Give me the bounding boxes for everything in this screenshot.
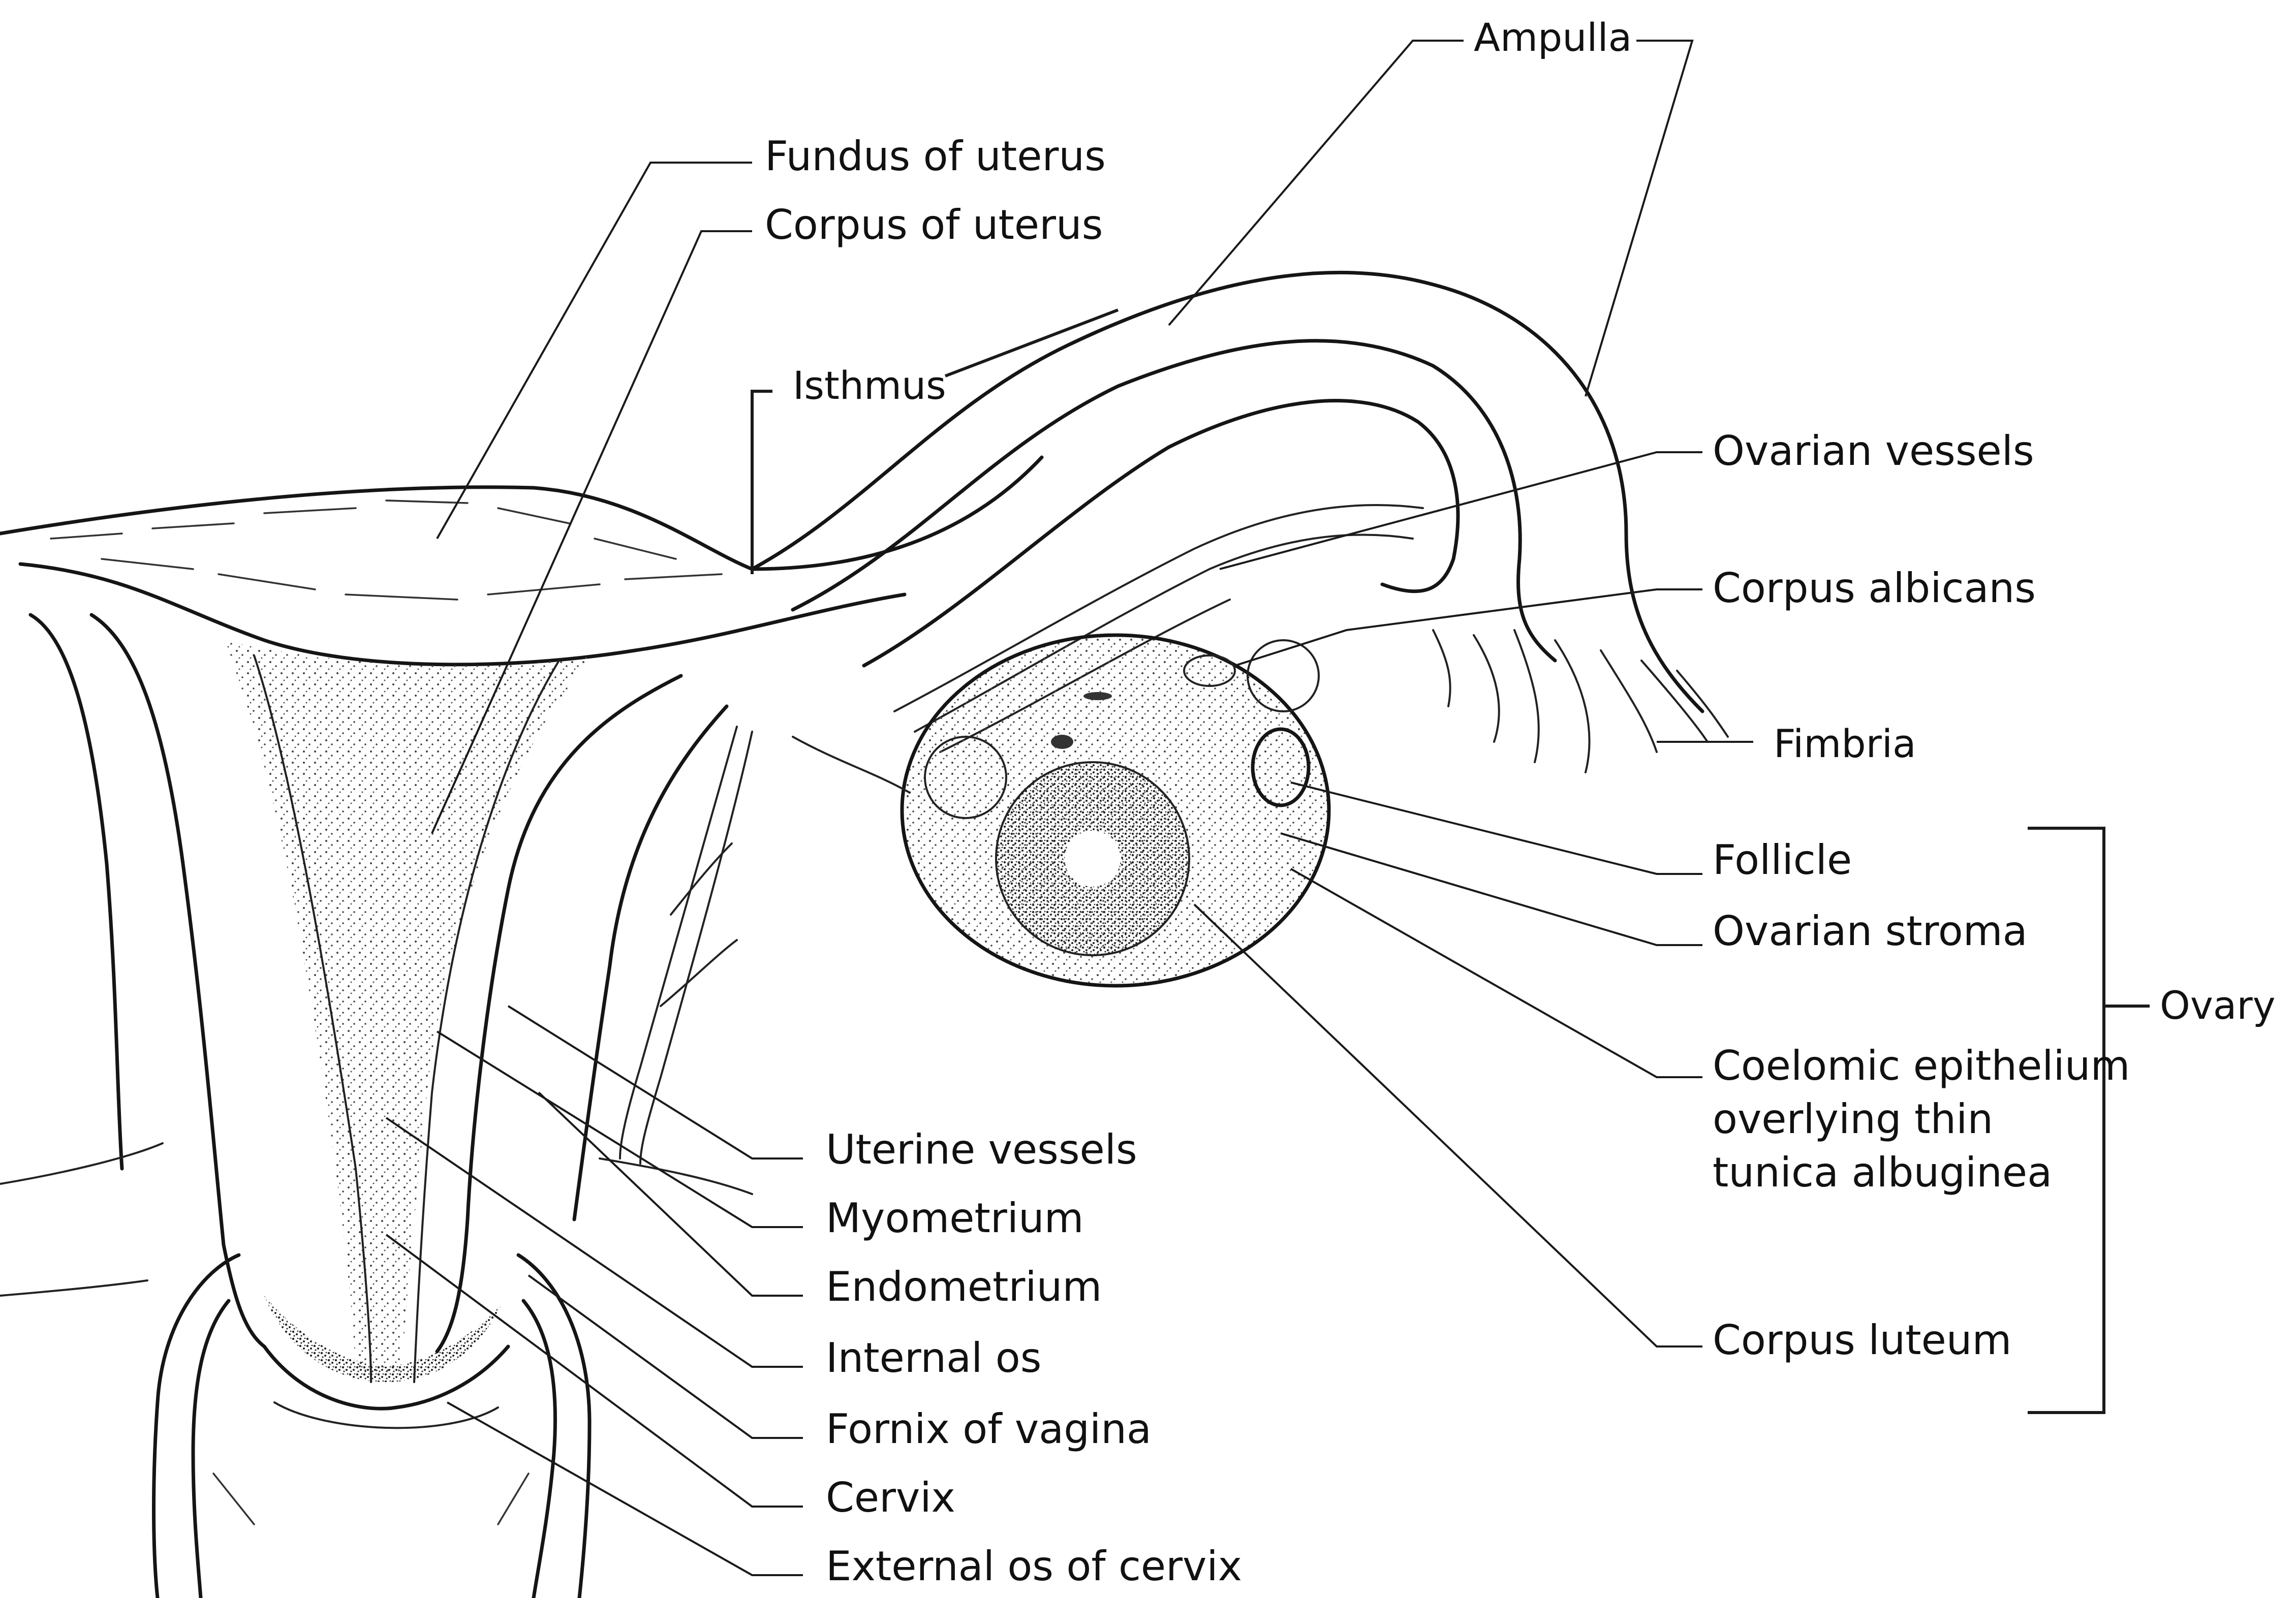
leader-ovarian-stroma [1281,833,1702,945]
ovary-dot-1 [1051,735,1073,749]
leader-fornix [529,1275,803,1438]
label-coelomic-line2: overlying thin [1713,1095,1993,1143]
fimbriae [1433,630,1728,772]
label-isthmus: Isthmus [793,363,946,408]
uterus-right-wall-inner2 [574,706,727,1219]
label-coelomic-line1: Coelomic epithelium [1713,1042,2130,1089]
broad-ligament-lower-edge [20,564,905,665]
leader-ovarian-vessels [1220,452,1702,569]
vagina-hatch-2 [498,1474,529,1524]
uterus-left-wall-inner [30,615,122,1169]
fallopian-tube-lumen-loop [864,401,1458,666]
label-coelomic-line3: tunica albuginea [1713,1149,2052,1196]
left-ligament-line [0,1143,163,1184]
leader-corpus-albicans [1235,589,1702,666]
anatomy-drawing [0,272,1728,1598]
ovarian-ligament [793,737,910,793]
label-external-os: External os of cervix [826,1543,1242,1590]
label-follicle: Follicle [1713,836,1852,884]
label-fornix: Fornix of vagina [826,1405,1152,1453]
right-ligament-line [600,1158,752,1194]
label-corpus: Corpus of uterus [765,201,1103,248]
label-endometrium: Endometrium [826,1263,1102,1310]
label-ovarian-stroma: Ovarian stroma [1713,907,2028,955]
label-ampulla: Ampulla [1474,15,1632,60]
leader-coelomic [1291,869,1702,1077]
label-fundus: Fundus of uterus [765,133,1106,180]
label-corpus-luteum: Corpus luteum [1713,1317,2011,1364]
label-internal-os: Internal os [826,1334,1041,1382]
leader-uterine-vessels [508,1006,803,1158]
label-ovarian-vessels: Ovarian vessels [1713,427,2034,475]
corpus-luteum-center [1065,831,1121,887]
vagina-canal-line [274,1402,498,1428]
leader-corpus-luteum [1194,904,1702,1346]
label-ovary: Ovary [2160,983,2276,1028]
label-fimbria: Fimbria [1774,721,1916,766]
fundus-hatching [51,500,722,600]
leader-cervix [386,1235,803,1507]
label-uterine-vessels: Uterine vessels [826,1126,1137,1173]
vagina-hatch-1 [213,1474,254,1524]
leader-fundus [437,163,752,539]
uterus-left-wall-outer [91,615,264,1346]
label-corpus-albicans: Corpus albicans [1713,565,2036,612]
isthmus-bracket-left [752,391,772,574]
leader-ampulla-right [1586,41,1692,396]
uterine-vessel-lines [620,727,752,1164]
leader-external-os [447,1402,803,1575]
label-myometrium: Myometrium [826,1195,1084,1242]
label-cervix: Cervix [826,1474,955,1521]
ovary-dot-2 [1083,692,1112,700]
leader-follicle [1291,782,1702,874]
ovary-bracket [2028,828,2104,1413]
leader-myometrium [437,1031,803,1227]
vagina-left-wall-inner [193,1301,229,1598]
left-ligament-line-2 [0,1280,147,1296]
